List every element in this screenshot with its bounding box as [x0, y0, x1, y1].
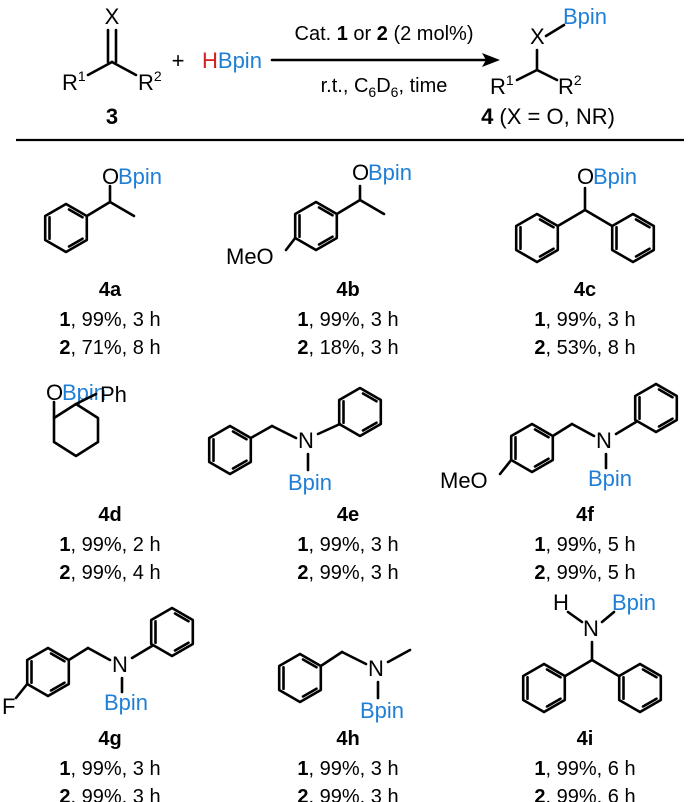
atom-f: F [2, 694, 15, 719]
reagent-hbpin: HBpin [202, 48, 262, 73]
result-cat2-4b: 2, 18%, 3 h [297, 337, 398, 359]
reactant-r1: R1 [62, 68, 86, 95]
compound-id-4e: 4e [337, 504, 359, 526]
compound-id-4g: 4g [98, 728, 121, 750]
result-cat2-4h: 2, 99%, 3 h [297, 786, 398, 802]
atom-o: O [352, 160, 369, 185]
compound-id-4b: 4b [336, 279, 359, 301]
reactant-atom-x: X [105, 4, 120, 29]
compound-id-4f: 4f [576, 504, 594, 526]
atom-n: N [583, 616, 599, 641]
result-cat1-4c: 1, 99%, 3 h [534, 309, 635, 331]
atom-n: N [112, 652, 128, 677]
result-cat2-4d: 2, 99%, 4 h [59, 562, 160, 584]
structure-4b: O Bpin MeO [226, 160, 412, 269]
result-cat1-4b: 1, 99%, 3 h [297, 309, 398, 331]
result-cat1-4f: 1, 99%, 5 h [534, 534, 635, 556]
result-cat1-4g: 1, 99%, 3 h [59, 758, 160, 780]
structure-4e: N Bpin [207, 386, 383, 495]
compound-id-4c: 4c [574, 279, 596, 301]
atom-bpin: Bpin [588, 466, 632, 491]
compound-captions: 4a 1, 99%, 3 h 2, 71%, 8 h 4b 1, 99%, 3 h 2, … [59, 279, 635, 802]
arrow-conditions-top: Cat. 1 or 2 (2 mol%) [295, 23, 474, 45]
result-cat1-4e: 1, 99%, 3 h [297, 534, 398, 556]
result-cat2-4g: 2, 99%, 3 h [59, 786, 160, 802]
atom-bpin: Bpin [118, 164, 162, 189]
product-atom-x: X [530, 24, 545, 49]
atom-bpin: Bpin [368, 160, 412, 185]
result-cat1-4h: 1, 99%, 3 h [297, 758, 398, 780]
atom-h: H [553, 590, 569, 615]
result-cat2-4e: 2, 99%, 3 h [297, 562, 398, 584]
structure-4h: N Bpin [277, 648, 412, 723]
atom-o: O [577, 164, 594, 189]
atom-o: O [46, 380, 63, 405]
atom-n: N [596, 428, 612, 453]
structure-4d: O Bpin Ph [46, 380, 127, 458]
atom-meo: MeO [440, 468, 488, 493]
result-cat1-4i: 1, 99%, 6 h [534, 758, 635, 780]
structure-4g: N Bpin F [2, 606, 195, 719]
atom-bpin: Bpin [360, 698, 404, 723]
result-cat2-4f: 2, 99%, 5 h [534, 562, 635, 584]
reactant-number: 3 [106, 104, 118, 129]
compound-id-4d: 4d [98, 504, 121, 526]
atom-o: O [102, 164, 119, 189]
arrow-conditions-bottom: r.t., C6D6, time [321, 75, 448, 100]
product-bpin: Bpin [563, 4, 607, 29]
reactant-r2: R2 [138, 68, 162, 95]
atom-n: N [298, 428, 314, 453]
compound-id-4a: 4a [99, 279, 122, 301]
reaction-arrow [270, 53, 500, 67]
atom-bpin: Bpin [288, 470, 332, 495]
result-cat2-4a: 2, 71%, 8 h [59, 337, 160, 359]
atom-n: N [368, 656, 384, 681]
structure-4c: O Bpin [514, 164, 656, 264]
compound-id-4i: 4i [577, 728, 594, 750]
result-cat1-4a: 1, 99%, 3 h [59, 309, 160, 331]
product-4: X Bpin R1 R2 4 (X = O, NR) [481, 4, 615, 129]
product-r2: R2 [558, 72, 582, 99]
result-cat2-4i: 2, 99%, 6 h [534, 786, 635, 802]
atom-bpin: Bpin [612, 590, 656, 615]
atom-ph: Ph [100, 382, 127, 407]
result-cat1-4d: 1, 99%, 2 h [59, 534, 160, 556]
product-number-note: 4 (X = O, NR) [481, 104, 615, 129]
result-cat2-4c: 2, 53%, 8 h [534, 337, 635, 359]
atom-bpin: Bpin [593, 164, 637, 189]
compound-id-4h: 4h [336, 728, 359, 750]
reactant-3: X R1 R2 3 [62, 4, 162, 129]
structure-4f: N Bpin MeO [440, 382, 679, 493]
atom-meo: MeO [226, 244, 274, 269]
structure-4i: H N Bpin [521, 590, 663, 714]
plus-sign: + [172, 48, 185, 73]
structure-4a: O Bpin [43, 164, 162, 254]
atom-bpin: Bpin [104, 690, 148, 715]
product-r1: R1 [490, 72, 514, 99]
